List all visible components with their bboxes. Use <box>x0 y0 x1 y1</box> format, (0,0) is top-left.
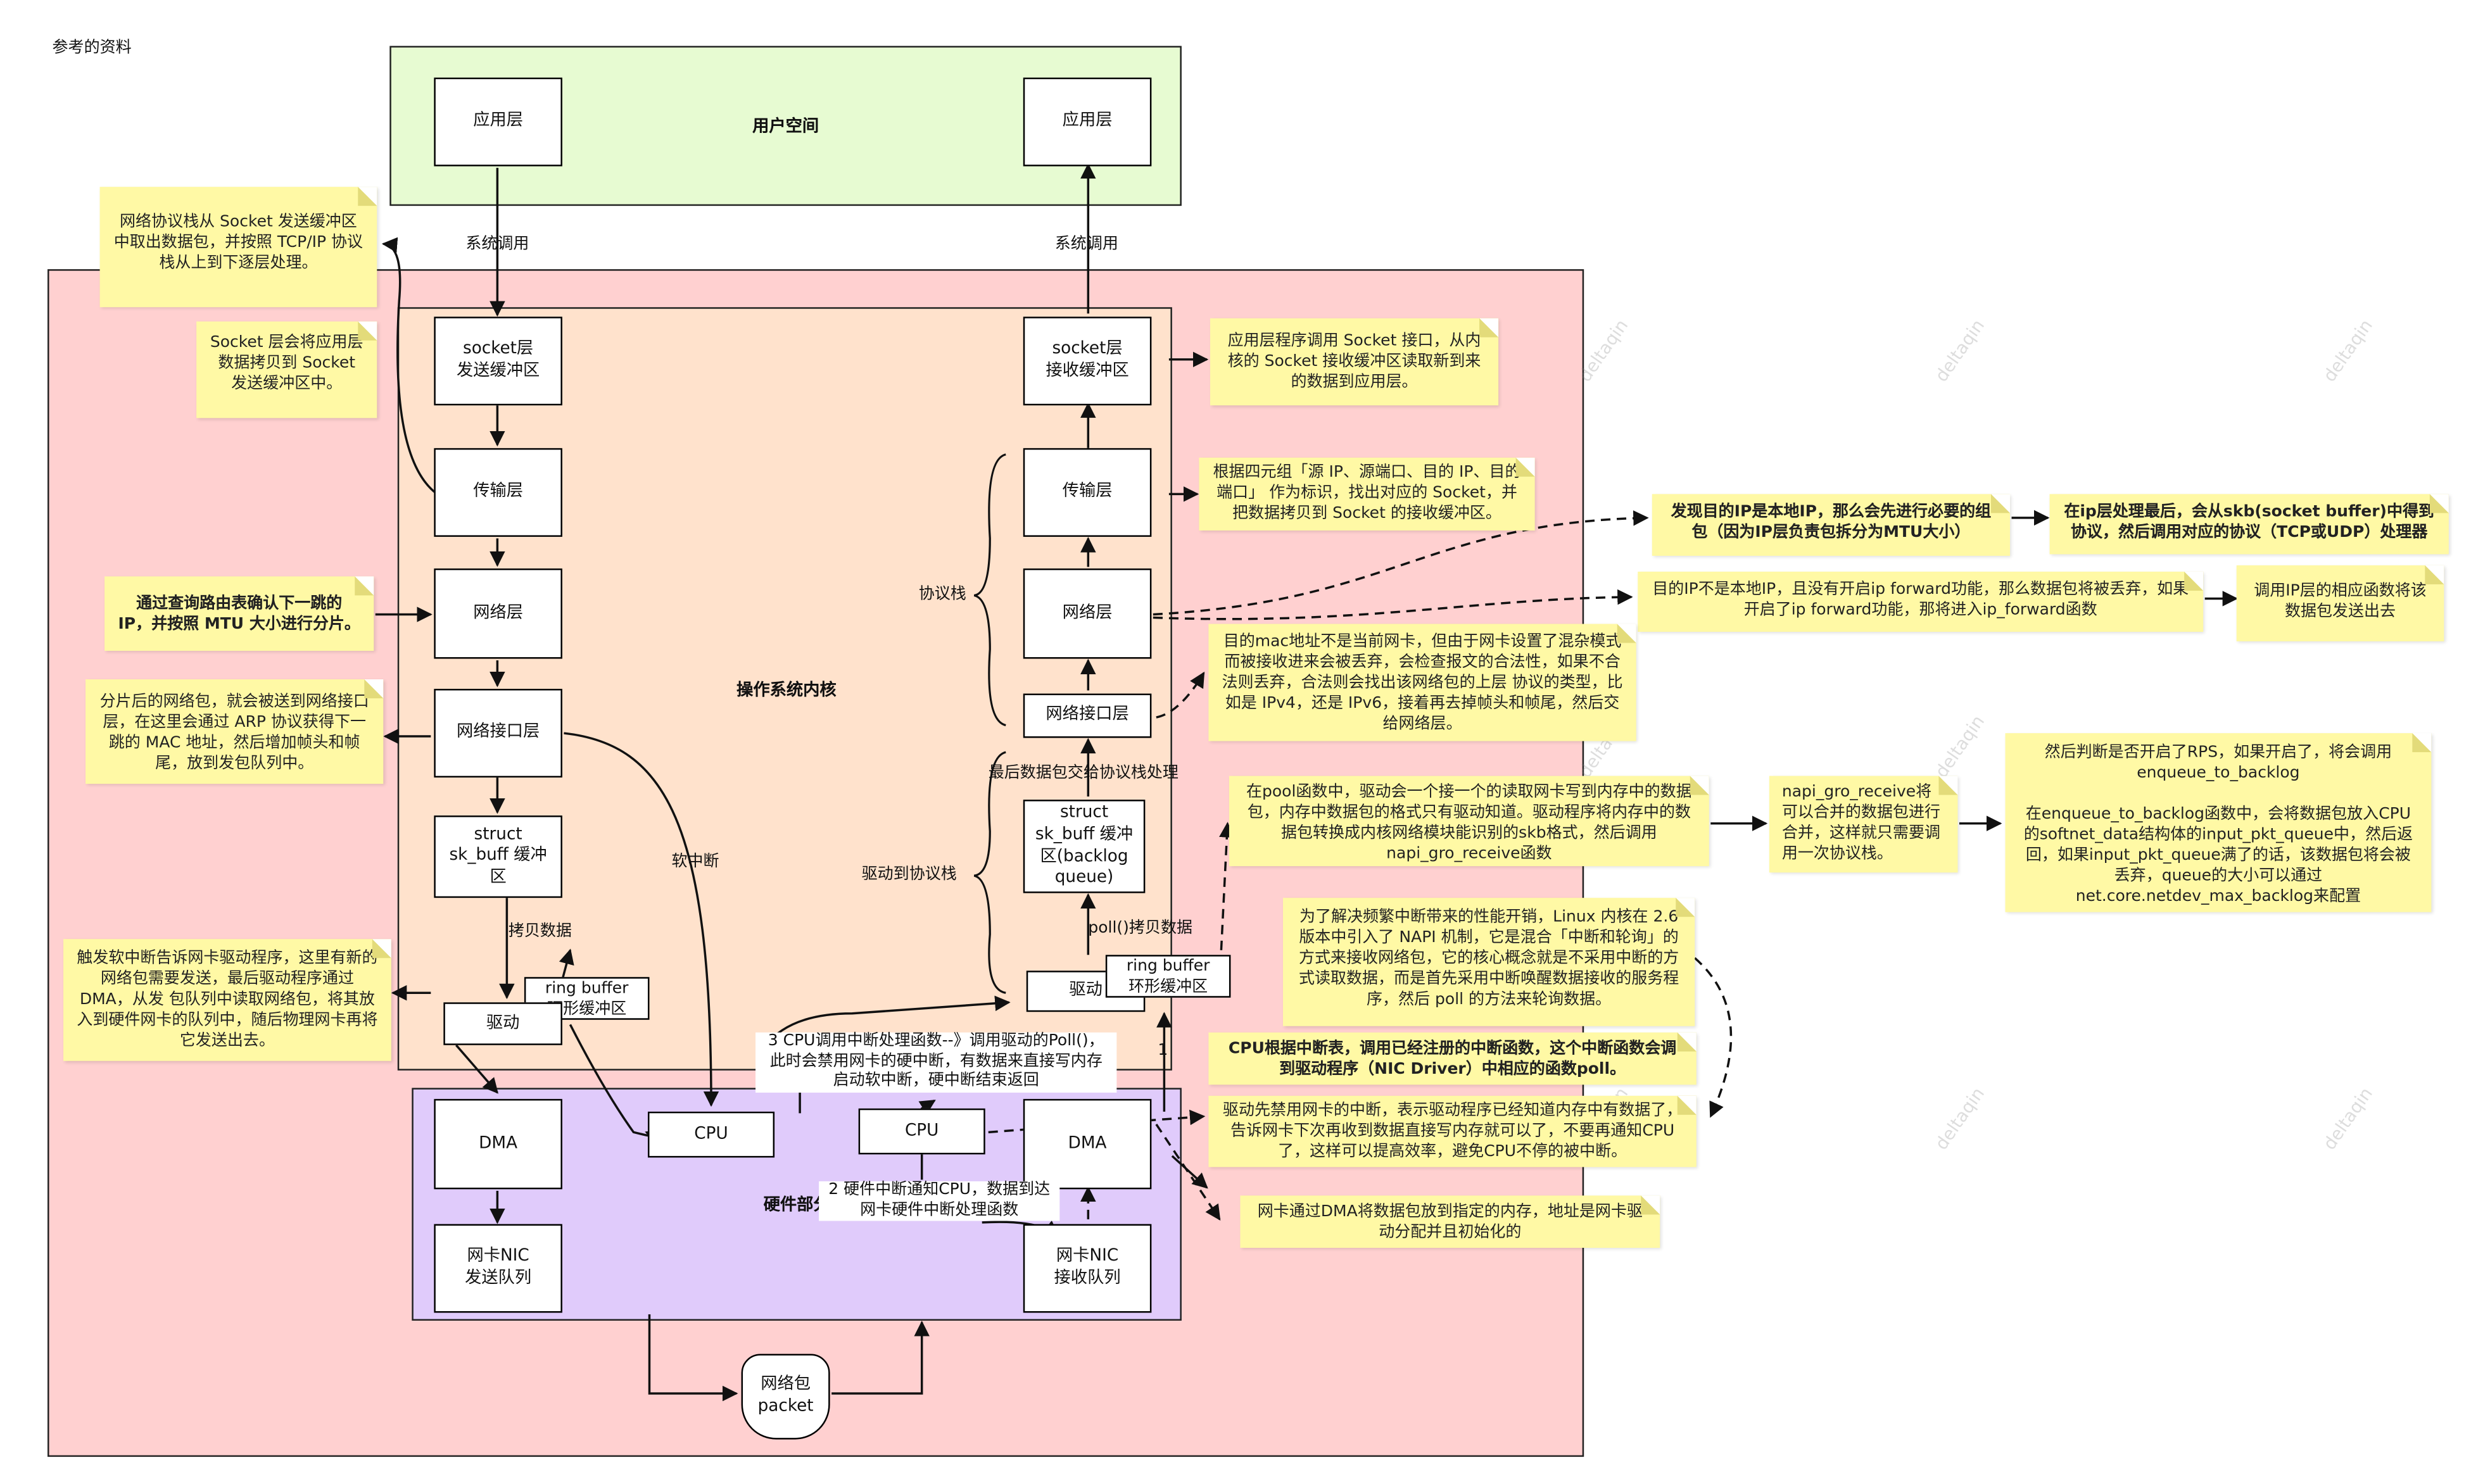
network-packet: 网络包 packet <box>741 1354 830 1440</box>
left-driver: 驱动 <box>443 1002 562 1045</box>
note-stack-takes-packet: 网络协议栈从 Socket 发送缓冲区中取出数据包，并按照 TCP/IP 协议栈… <box>99 187 377 308</box>
left-transport-layer: 传输层 <box>434 448 562 537</box>
note-softirq-dma: 触发软中断告诉网卡驱动程序，这里有新的网络包需要发送，最后驱动程序通过 DMA，… <box>63 939 391 1061</box>
protocol-stack-label: 协议栈 <box>918 586 966 603</box>
right-network-layer: 网络层 <box>1023 568 1152 659</box>
left-dma: DMA <box>434 1098 562 1190</box>
left-netif-layer: 网络接口层 <box>434 689 562 778</box>
note-routing-mtu: 通过查询路由表确认下一跳的 IP，并按照 MTU 大小进行分片。 <box>104 576 374 651</box>
right-dma: DMA <box>1023 1098 1152 1190</box>
right-ring-buffer: ring buffer 环形缓冲区 <box>1105 955 1231 998</box>
right-skb-backlog: struct sk_buff 缓冲 区(backlog queue) <box>1023 800 1146 893</box>
driver-to-stack-label: 驱动到协议栈 <box>861 866 957 884</box>
left-app-layer: 应用层 <box>434 77 562 167</box>
right-netif-layer: 网络接口层 <box>1023 693 1152 738</box>
user-space-label: 用户空间 <box>752 117 819 137</box>
note-app-read: 应用层程序调用 Socket 接口，从内核的 Socket 接收缓冲区读取新到来… <box>1210 318 1499 406</box>
cpu-left: CPU <box>647 1111 775 1158</box>
step1-label: 1 <box>1158 1041 1168 1060</box>
syscall-right-label: 系统调用 <box>1054 236 1118 254</box>
note-rps-backlog: 然后判断是否开启了RPS，如果开启了，将会调用enqueue_to_backlo… <box>2005 733 2432 912</box>
right-socket-recv-buffer: socket层 接收缓冲区 <box>1023 317 1152 406</box>
left-network-layer: 网络层 <box>434 568 562 659</box>
note-poll-function: 在pool函数中，驱动会一个接一个的读取网卡写到内存中的数据包，内存中数据包的格… <box>1229 776 1709 867</box>
note-socket-copy: Socket 层会将应用层数据拷贝到 Socket 发送缓冲区中。 <box>196 321 377 418</box>
right-nic-recv-queue: 网卡NIC 接收队列 <box>1023 1224 1152 1313</box>
poll-copy-label: poll()拷贝数据 <box>1088 920 1192 938</box>
note-ip-send: 调用IP层的相应函数将该数据包发送出去 <box>2236 565 2444 641</box>
note-mac-check: 目的mac地址不是当前网卡，但由于网卡设置了混杂模式而被接收进来会被丢弃，会检查… <box>1208 624 1636 741</box>
note-napi-gro: napi_gro_receive将可以合并的数据包进行合并，这样就只需要调用一次… <box>1769 776 1958 873</box>
note-napi-mechanism: 为了解决频繁中断带来的性能开销，Linux 内核在 2.6 版本中引入了 NAP… <box>1282 898 1695 1026</box>
note-disable-interrupt: 驱动先禁用网卡的中断，表示驱动程序已经知道内存中有数据了，告诉网卡下次再收到数据… <box>1208 1095 1697 1167</box>
note-ip-forward: 目的IP不是本地IP，且没有开启ip forward功能，那么数据包将被丢弃，如… <box>1638 571 2204 632</box>
syscall-left-label: 系统调用 <box>465 236 529 254</box>
kernel-label: 操作系统内核 <box>736 681 837 700</box>
note-ip-protocol: 在ip层处理最后，会从skb(socket buffer)中得到协议，然后调用对… <box>2049 494 2449 555</box>
note-nic-dma: 网卡通过DMA将数据包放到指定的内存，地址是网卡驱动分配并且初始化的 <box>1240 1195 1660 1248</box>
step2-label: 2 硬件中断通知CPU，数据到达 网卡硬件中断处理函数 <box>819 1181 1060 1221</box>
copy-data-label: 拷贝数据 <box>508 923 572 941</box>
final-packet-label: 最后数据包交给协议栈处理 <box>988 765 1179 783</box>
right-transport-layer: 传输层 <box>1023 448 1152 537</box>
note-local-ip: 发现目的IP是本地IP，那么会先进行必要的组包（因为IP层负责包拆分为MTU大小… <box>1652 494 2011 556</box>
note-arp-frame: 分片后的网络包，就会被送到网络接口层，在这里会通过 ARP 协议获得下一跳的 M… <box>85 679 384 784</box>
right-app-layer: 应用层 <box>1023 77 1152 167</box>
left-socket-send-buffer: socket层 发送缓冲区 <box>434 317 562 406</box>
note-cpu-interrupt-table: CPU根据中断表，调用已经注册的中断函数，这个中断函数会调到驱动程序（NIC D… <box>1208 1032 1697 1085</box>
left-nic-send-queue: 网卡NIC 发送队列 <box>434 1224 562 1313</box>
softirq-label: 软中断 <box>671 853 719 871</box>
cpu-right: CPU <box>858 1108 985 1155</box>
reference-label: 参考的资料 <box>52 39 132 58</box>
step3-label: 3 CPU调用中断处理函数--》调用驱动的Poll()， 此时会禁用网卡的硬中断… <box>755 1032 1117 1092</box>
note-four-tuple: 根据四元组「源 IP、源端口、目的 IP、目的端口」 作为标识，找出对应的 So… <box>1199 457 1535 531</box>
left-skb-buffer: struct sk_buff 缓冲 区 <box>434 815 562 898</box>
